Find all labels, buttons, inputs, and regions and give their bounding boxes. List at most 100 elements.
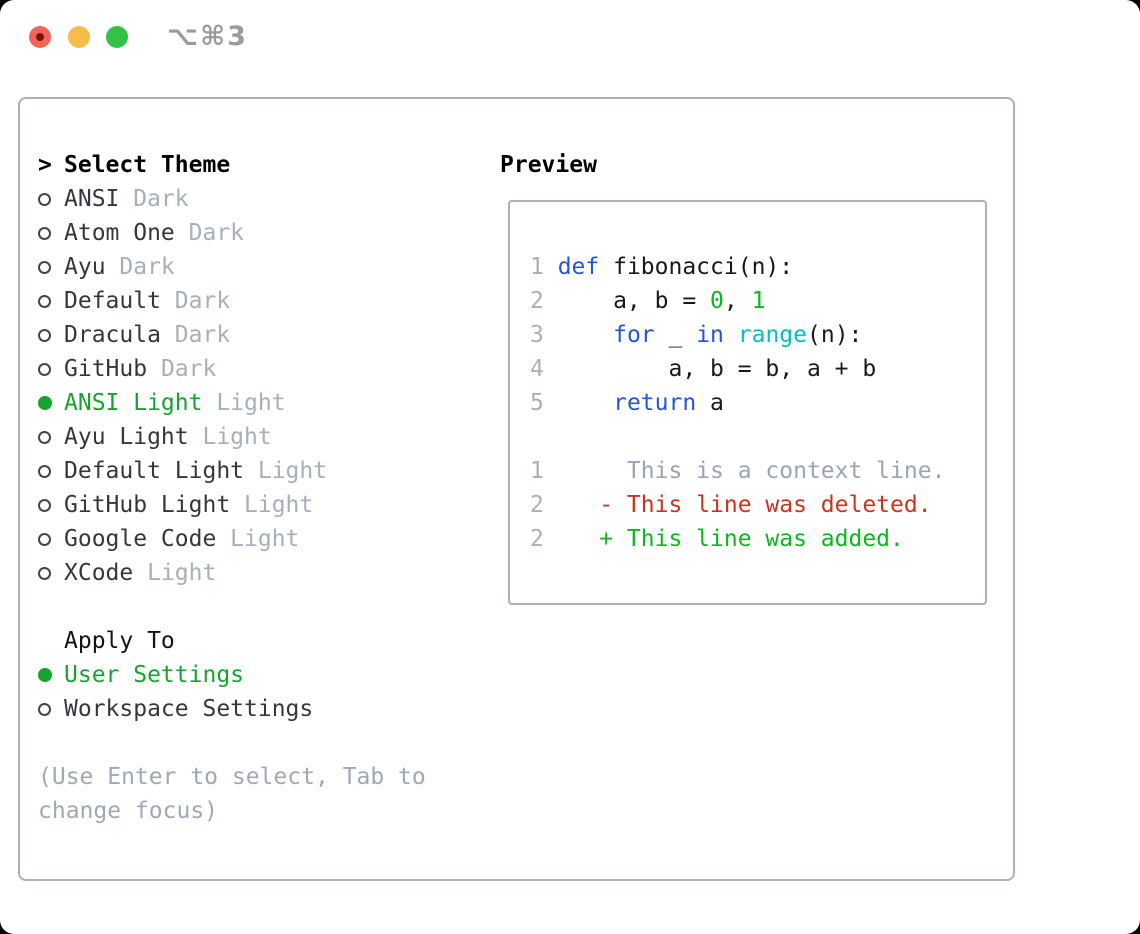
radio-circle	[38, 430, 51, 444]
theme-name: GitHub Light	[64, 492, 231, 518]
help-text-line: (Use Enter to select, Tab to	[38, 764, 426, 790]
radio-circle	[38, 192, 51, 206]
preview-title: Preview	[500, 152, 597, 178]
radio-circle	[38, 566, 51, 580]
code-segment: for	[613, 322, 655, 348]
theme-name: Ayu Light	[64, 424, 189, 450]
apply-option-workspace-settings[interactable]: Workspace Settings	[38, 692, 313, 726]
theme-name: XCode	[64, 560, 134, 586]
theme-name: ANSI Light	[64, 390, 203, 416]
radio-icon	[38, 226, 64, 240]
line-number: 1	[530, 458, 544, 484]
code-segment: _	[654, 322, 697, 348]
line-number: 2	[530, 492, 544, 518]
theme-variant: Dark	[119, 254, 175, 280]
theme-option-default-light[interactable]: Default Light Light	[38, 454, 327, 488]
radio-icon	[38, 362, 64, 376]
line-number: 2	[530, 526, 544, 552]
theme-variant: Light	[257, 458, 328, 484]
code-segment	[724, 322, 738, 348]
radio-circle	[38, 226, 51, 240]
theme-option-github[interactable]: GitHub Dark	[38, 352, 327, 386]
prompt-icon: >	[38, 152, 52, 178]
radio-circle	[38, 668, 52, 682]
help-text-line: change focus)	[38, 798, 219, 824]
code-line: 1 def fibonacci(n):	[530, 250, 945, 284]
zoom-button[interactable]	[106, 26, 128, 48]
radio-icon	[38, 192, 64, 206]
code-segment: This is a context line.	[543, 458, 946, 484]
theme-name: GitHub	[64, 356, 148, 382]
code-segment: 1	[751, 288, 766, 314]
radio-icon	[38, 498, 64, 512]
apply-option-user-settings[interactable]: User Settings	[38, 658, 313, 692]
help-text: (Use Enter to select, Tab to change focus…	[38, 760, 426, 828]
theme-name: Ayu	[64, 254, 106, 280]
theme-option-ayu-light[interactable]: Ayu Light Light	[38, 420, 327, 454]
radio-circle	[38, 532, 51, 546]
code-segment: - This line was deleted.	[543, 492, 932, 518]
theme-option-ayu[interactable]: Ayu Dark	[38, 250, 327, 284]
radio-icon	[38, 294, 64, 308]
theme-name: Default Light	[64, 458, 245, 484]
code-line: 5 return a	[530, 386, 945, 420]
code-segment: def	[557, 254, 600, 280]
code-segment: a, b = b, a + b	[543, 356, 877, 382]
radio-icon	[38, 430, 64, 444]
radio-circle	[38, 702, 51, 716]
code-segment: a	[696, 390, 724, 416]
radio-circle	[38, 498, 51, 512]
minimize-button[interactable]	[68, 26, 90, 48]
line-number: 1	[530, 254, 544, 280]
radio-circle	[38, 328, 51, 342]
code-segment: 0	[710, 288, 724, 314]
theme-name: Default	[64, 288, 161, 314]
radio-selected-icon	[38, 396, 64, 410]
radio-icon	[38, 532, 64, 546]
theme-option-xcode[interactable]: XCode Light	[38, 556, 327, 590]
line-number: 2	[530, 288, 544, 314]
code-segment: ,	[723, 288, 752, 314]
code-segment: return	[613, 390, 697, 416]
theme-variant: Light	[244, 492, 314, 518]
tab-shortcut-label: ⌥⌘3	[167, 21, 248, 52]
theme-name: Google Code	[64, 526, 217, 552]
code-line: 2 a, b = 0, 1	[530, 284, 945, 318]
theme-variant: Light	[147, 560, 217, 586]
theme-name: ANSI	[64, 186, 120, 212]
code-segment	[544, 254, 558, 280]
code-line: 2 + This line was added.	[530, 522, 945, 556]
radio-circle	[38, 396, 52, 410]
theme-variant: Light	[202, 424, 272, 450]
line-number: 4	[530, 356, 544, 382]
code-line: 4 a, b = b, a + b	[530, 352, 945, 386]
code-line	[530, 420, 945, 454]
line-number: 5	[530, 390, 544, 416]
code-segment	[544, 390, 613, 416]
radio-icon	[38, 702, 64, 716]
close-button[interactable]	[29, 26, 51, 48]
theme-variant: Dark	[160, 356, 217, 382]
radio-icon	[38, 464, 64, 478]
code-line: 1 This is a context line.	[530, 454, 945, 488]
apply-to-title: Apply To	[64, 628, 175, 654]
theme-variant: Dark	[174, 288, 231, 314]
apply-option-label: Workspace Settings	[64, 696, 314, 722]
code-line: 3 for _ in range(n):	[530, 318, 945, 352]
theme-option-github-light[interactable]: GitHub Light Light	[38, 488, 327, 522]
code-segment: range	[737, 322, 807, 348]
apply-to-header: Apply To	[38, 624, 313, 658]
theme-option-default[interactable]: Default Dark	[38, 284, 327, 318]
code-segment: in	[696, 322, 724, 348]
apply-option-label: User Settings	[64, 662, 245, 688]
preview-pane	[508, 200, 987, 605]
